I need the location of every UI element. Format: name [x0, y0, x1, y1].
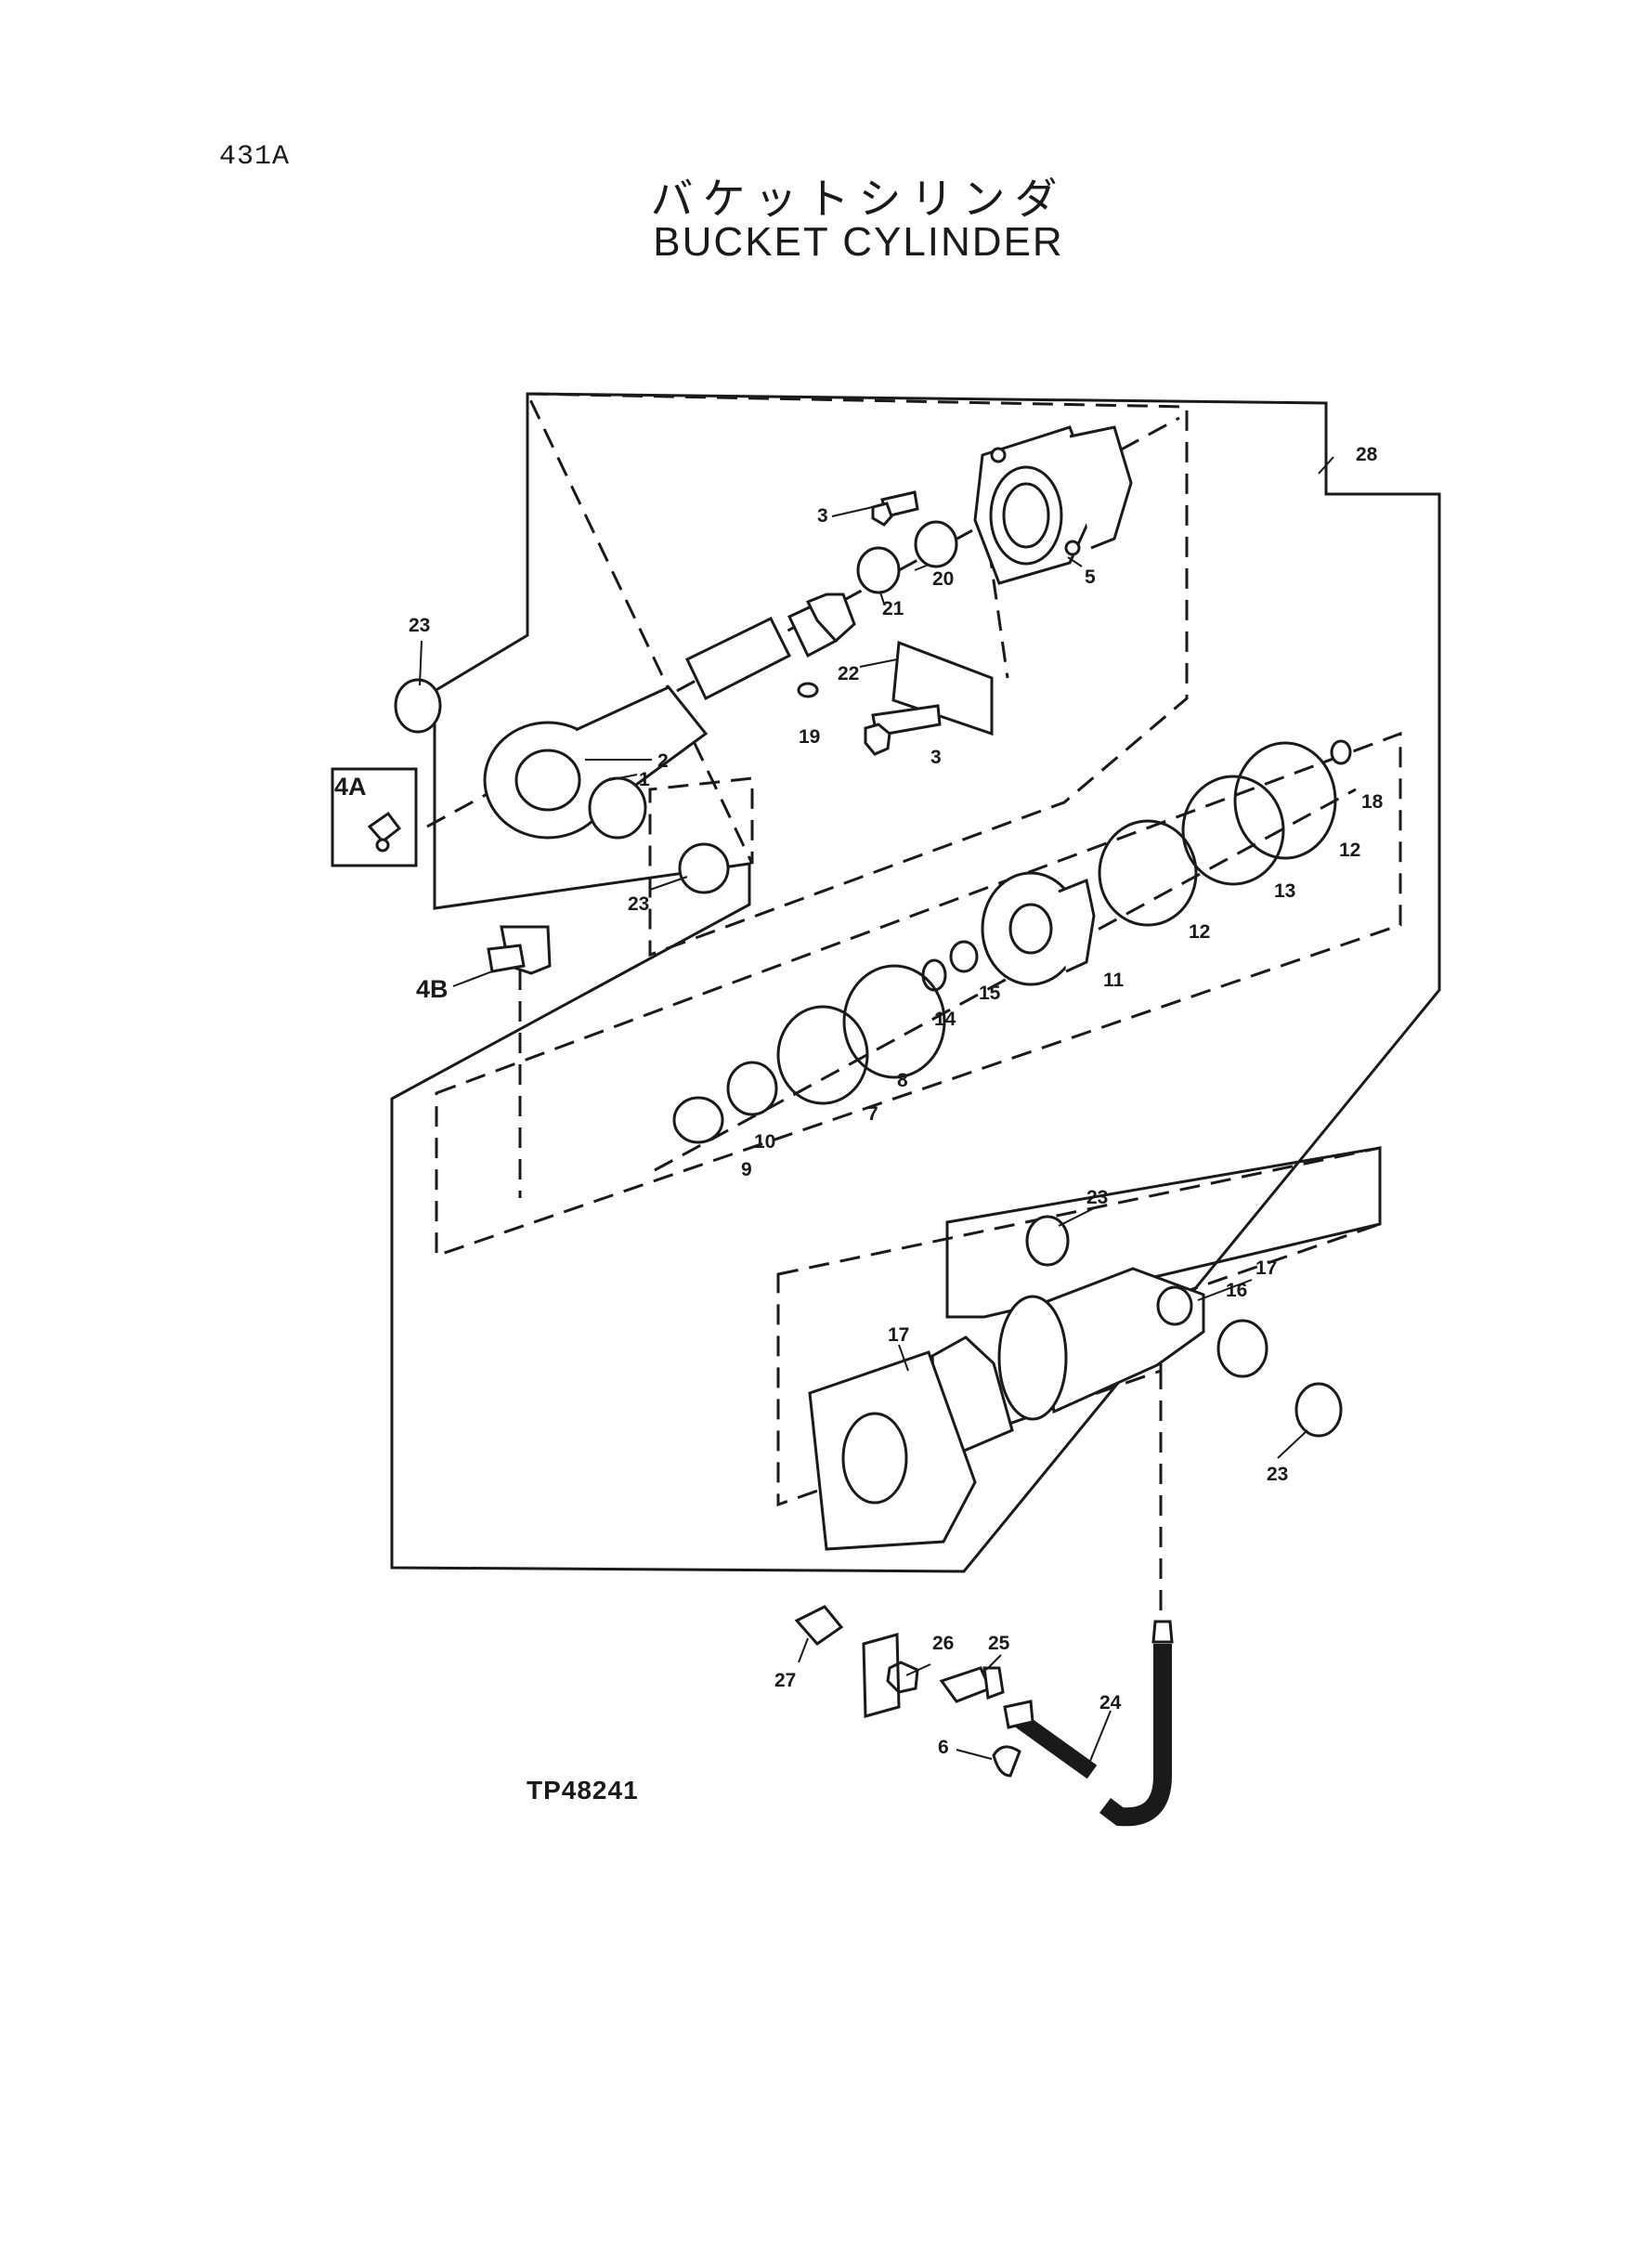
- bolt-part: [864, 704, 942, 756]
- callout-8: 8: [897, 1070, 908, 1091]
- leader-line-26: [905, 1663, 931, 1676]
- callout-21: 21: [882, 598, 904, 619]
- seal-kit-group-outline: [435, 731, 1402, 1258]
- callout-4a: 4A: [334, 773, 367, 801]
- ring-part: [797, 682, 819, 698]
- bushing-part: [672, 1096, 724, 1144]
- dust-seal-part: [1025, 1215, 1070, 1267]
- leader-line-23b: [649, 876, 688, 891]
- piston-ring-part: [1098, 819, 1198, 927]
- leader-line-6: [956, 1749, 993, 1760]
- seal-kit-part: [842, 964, 946, 1079]
- callout-13: 13: [1274, 880, 1295, 902]
- cylinder-head-part: [973, 425, 1133, 585]
- callout-22: 22: [838, 663, 859, 684]
- leader-line-28: [1318, 456, 1334, 475]
- leader-line-23d: [1277, 1429, 1308, 1459]
- bushing-part: [588, 776, 647, 840]
- elbow-fitting-part: [794, 1605, 844, 1646]
- hydraulic-hose-part: [1014, 1620, 1174, 1827]
- plate-part: [891, 640, 994, 736]
- dust-seal-part: [1294, 1382, 1343, 1438]
- callout-7: 7: [867, 1103, 878, 1125]
- leader-line-20: [914, 564, 930, 571]
- callout-23: 23: [409, 615, 430, 636]
- callout-20: 20: [932, 568, 954, 590]
- nut-part: [949, 940, 979, 973]
- assembly-frame: [390, 392, 1441, 1573]
- nut-part: [886, 1661, 919, 1694]
- leader-line-23c: [1058, 1206, 1097, 1227]
- leader-line-24: [1086, 1710, 1112, 1771]
- leader-line-5: [1067, 556, 1083, 567]
- callout-10: 10: [754, 1131, 775, 1153]
- callout-27: 27: [774, 1670, 796, 1691]
- callout-18: 18: [1361, 791, 1384, 813]
- callout-14: 14: [934, 1009, 956, 1030]
- leader-line-23: [419, 640, 423, 686]
- backup-ring-part: [776, 1005, 869, 1105]
- leader-line-3: [831, 505, 878, 517]
- callout-3: 3: [817, 505, 828, 527]
- bracket-part: [862, 1633, 901, 1718]
- page-code: 431A: [219, 141, 291, 173]
- callout-24: 24: [1099, 1692, 1122, 1713]
- seal-part: [856, 546, 901, 594]
- callout-12: 12: [1189, 921, 1210, 943]
- callout-5: 5: [1085, 567, 1096, 588]
- callout-16: 16: [1226, 1280, 1247, 1301]
- elbow-fitting-part: [487, 925, 552, 975]
- callout-17: 17: [1255, 1257, 1277, 1279]
- callout-25: 25: [988, 1633, 1010, 1654]
- rod-eye-group-outline: [945, 1146, 1382, 1319]
- title-english: BUCKET CYLINDER: [653, 219, 1064, 265]
- callout-4b: 4B: [416, 975, 449, 1003]
- leader-line-21: [879, 592, 885, 605]
- callout-23: 23: [1267, 1464, 1288, 1485]
- piston-rod-part: [685, 593, 856, 701]
- leader-line-4b: [452, 971, 493, 987]
- leader-line-22: [859, 658, 898, 668]
- cylinder-tube-part: [808, 1267, 1205, 1551]
- piston-ring-part: [1233, 741, 1337, 860]
- callout-12: 12: [1339, 840, 1360, 861]
- centerline-rod-end: [987, 547, 1009, 679]
- rod-seal-part: [726, 1061, 778, 1116]
- adapter-fitting-part: [939, 1666, 1034, 1729]
- leader-line-25: [985, 1654, 1002, 1671]
- callout-1: 1: [639, 769, 650, 790]
- callout-17: 17: [888, 1324, 909, 1346]
- callout-23: 23: [1086, 1187, 1108, 1208]
- title-japanese: バケットシリンダ: [650, 174, 1067, 224]
- callout-19: 19: [799, 726, 820, 748]
- backup-ring-part: [914, 520, 958, 568]
- callout-15: 15: [979, 983, 1001, 1004]
- callout-2: 2: [657, 750, 669, 772]
- centerline-seals: [654, 788, 1357, 1172]
- bushing-part: [1216, 1319, 1268, 1378]
- leader-line-17b: [898, 1344, 909, 1372]
- callout-28: 28: [1356, 444, 1378, 465]
- callout-23: 23: [628, 893, 649, 915]
- piston-part: [981, 871, 1096, 986]
- callout-9: 9: [741, 1159, 752, 1180]
- grease-fitting-part: [367, 811, 402, 853]
- dust-seal-part: [678, 842, 730, 894]
- wear-ring-part: [1181, 775, 1285, 886]
- callout-3: 3: [930, 747, 942, 768]
- leader-line-17: [1197, 1279, 1253, 1301]
- clip-part: [992, 1745, 1021, 1778]
- bolt-part: [871, 490, 919, 527]
- callout-11: 11: [1103, 970, 1125, 991]
- callout-26: 26: [932, 1633, 954, 1654]
- detail-box-4a: [331, 767, 418, 867]
- retaining-ring-part: [1330, 739, 1352, 765]
- leader-line-27: [798, 1637, 809, 1663]
- drawing-number: TP48241: [527, 1776, 639, 1804]
- callout-6: 6: [938, 1737, 949, 1758]
- dust-seal-part: [394, 678, 442, 734]
- piston-rod-group-outline: [525, 392, 1189, 958]
- leader-line-1: [608, 774, 638, 781]
